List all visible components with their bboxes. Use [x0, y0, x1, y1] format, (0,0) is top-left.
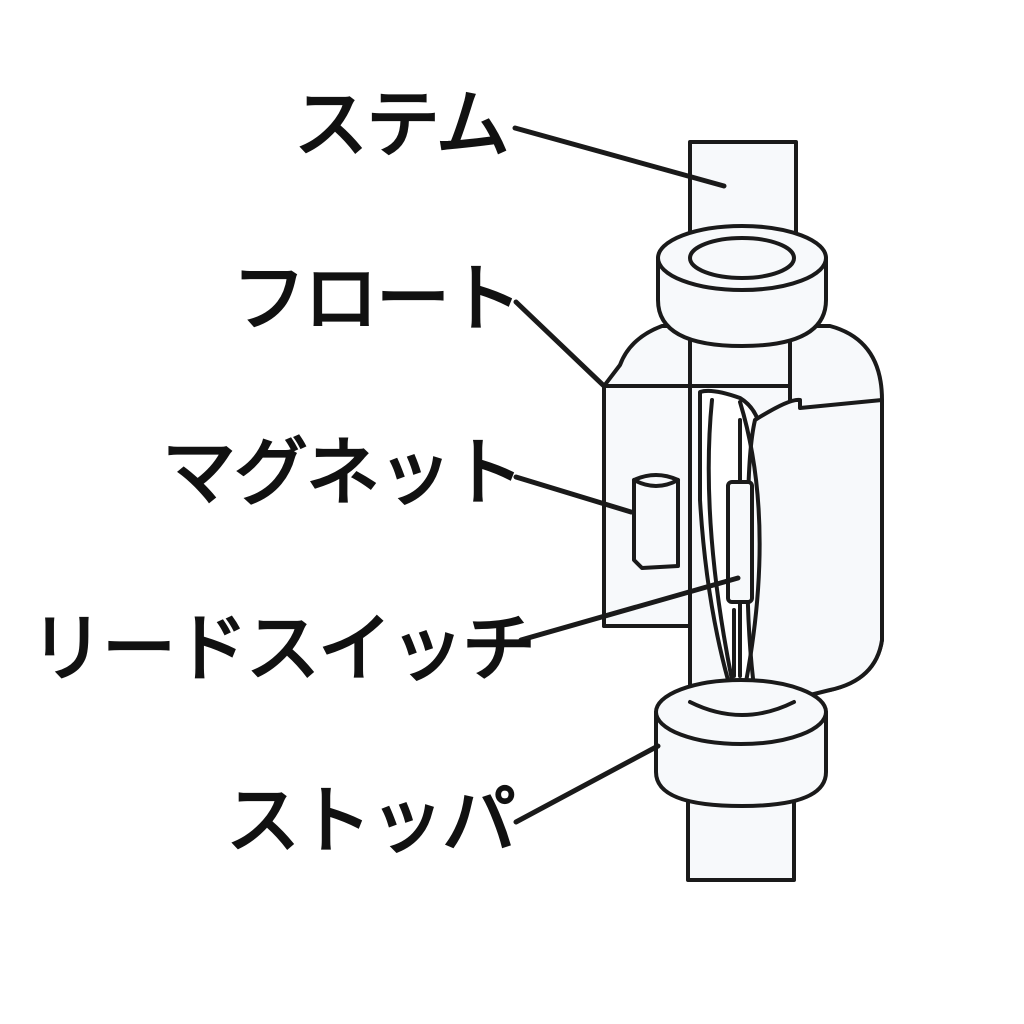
label-magnet: マグネット [162, 430, 524, 516]
label-reed-switch: リードスイッチ [30, 606, 536, 692]
float-right-cut-face [745, 397, 884, 702]
stopper-bottom [654, 678, 828, 808]
leader-reed-switch [518, 575, 741, 643]
label-stem: ステム [294, 82, 510, 168]
stopper-top [656, 224, 828, 348]
leader-lines [512, 125, 741, 825]
leader-magnet [513, 474, 634, 515]
magnet [632, 473, 680, 570]
label-stopper: ストッパ [226, 778, 516, 864]
reed-switch [726, 418, 754, 678]
leader-stopper [513, 743, 661, 825]
label-float: フロート [232, 256, 522, 342]
leader-stem [512, 125, 727, 189]
reed-switch-envelope [706, 398, 762, 684]
leader-float [513, 299, 607, 389]
